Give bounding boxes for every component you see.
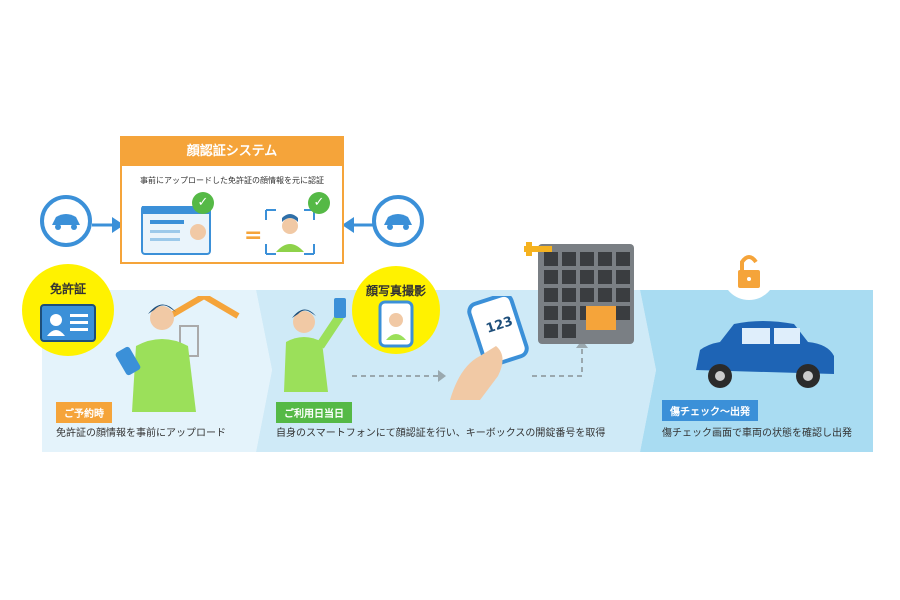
person-selfie-illustration	[284, 298, 346, 392]
step-label-departure: 傷チェック～出発	[662, 400, 758, 421]
step-label-reservation: ご予約時	[56, 402, 112, 423]
check-icon: ✓	[308, 192, 330, 214]
step-desc-day-of-use: 自身のスマートフォンにて顔認証を行い、キーボックスの開錠番号を取得	[276, 428, 606, 439]
equals-sign: =	[244, 223, 262, 248]
photo-bubble: 顔写真撮影	[352, 266, 440, 354]
person-with-phone-illustration	[115, 296, 240, 412]
license-bubble: 免許証	[22, 264, 114, 356]
car-illustration	[696, 321, 834, 388]
face-scan-icon	[265, 209, 315, 255]
license-card-icon	[40, 304, 96, 342]
car-icon	[372, 195, 424, 247]
hand-phone-illustration	[450, 296, 529, 400]
unlock-icon	[722, 246, 776, 300]
photo-bubble-label: 顔写真撮影	[365, 284, 426, 298]
system-title: 顔認証システム	[122, 138, 342, 166]
step-label-day-of-use: ご利用日当日	[276, 402, 352, 423]
phone-selfie-icon	[378, 300, 414, 348]
car-icon	[40, 195, 92, 247]
step-desc-reservation: 免許証の顔情報を事前にアップロード	[56, 428, 226, 439]
step-desc-departure: 傷チェック画面で車両の状態を確認し出発	[662, 428, 852, 439]
check-icon: ✓	[192, 192, 214, 214]
house-icon	[168, 296, 240, 319]
license-card-icon	[141, 206, 211, 255]
system-subtitle: 事前にアップロードした免許証の顔情報を元に認証	[140, 176, 324, 185]
key-icon	[524, 242, 552, 256]
license-bubble-label: 免許証	[49, 282, 86, 296]
id-vs-face-graphic: =	[141, 206, 315, 255]
keybox-icon	[524, 242, 634, 344]
face-auth-system-panel: 顔認証システム 事前にアップロードした免許証の顔情報を元に認証 = ✓ ✓	[120, 136, 344, 264]
